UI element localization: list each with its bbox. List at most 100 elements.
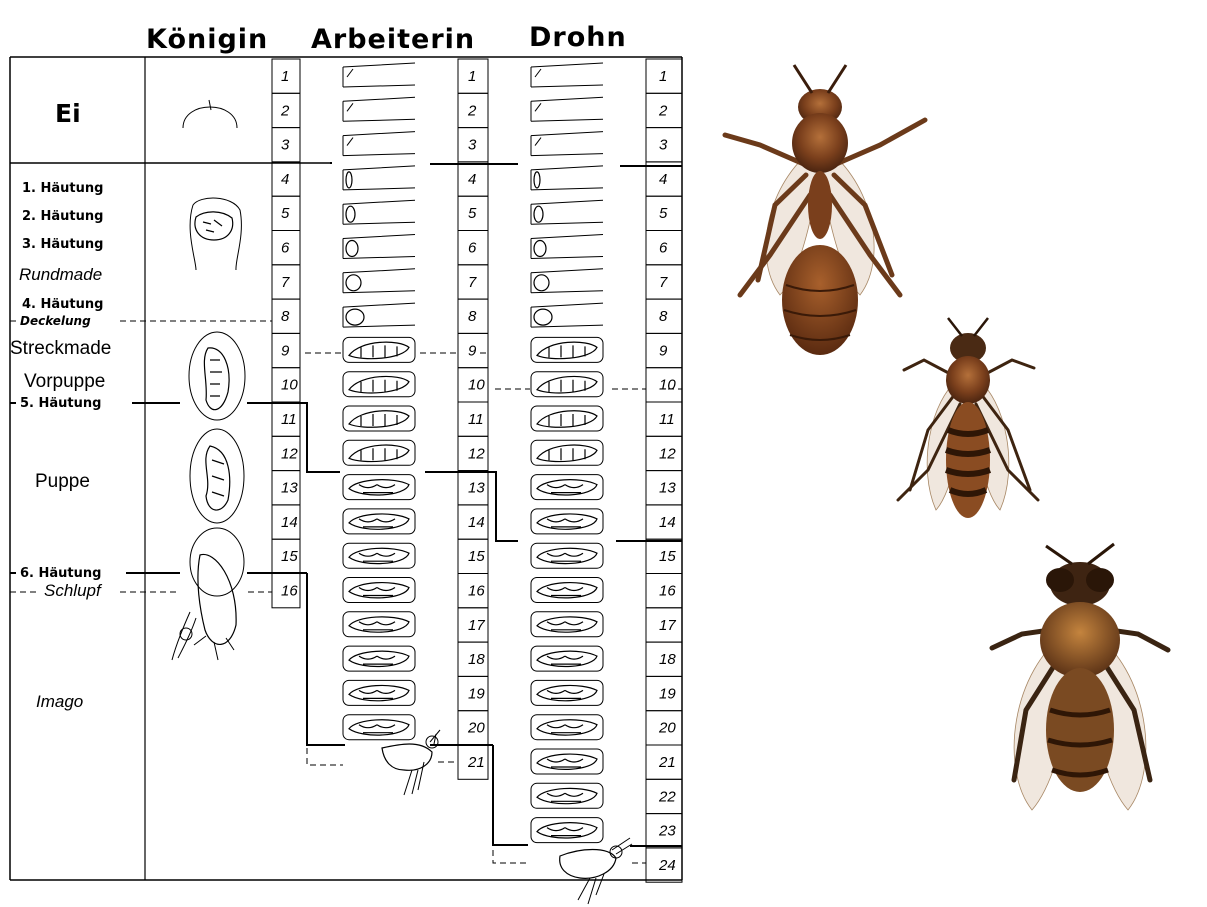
queen-emerging-body bbox=[198, 554, 236, 644]
day-number: 13 bbox=[659, 480, 676, 497]
worker-brood-cell bbox=[343, 235, 415, 259]
day-number: 11 bbox=[281, 411, 297, 428]
stage-molt1: 1. Häutung bbox=[22, 181, 103, 196]
drone-brood-cell bbox=[531, 132, 603, 156]
drone-cells bbox=[531, 63, 603, 843]
day-number: 9 bbox=[468, 342, 477, 359]
drone-brood-cell bbox=[531, 509, 603, 534]
drone-brood-cell bbox=[531, 200, 603, 224]
header-queen: Königin bbox=[146, 24, 268, 55]
day-number: 18 bbox=[468, 651, 485, 668]
day-number: 9 bbox=[281, 342, 290, 359]
drone-brood-cell bbox=[531, 235, 603, 259]
worker-brood-cell bbox=[343, 269, 415, 293]
thorax bbox=[946, 356, 990, 404]
drone-brood-cell bbox=[531, 63, 603, 87]
worker-brood-cell bbox=[343, 200, 415, 224]
worker-brood-cell bbox=[343, 715, 415, 740]
day-number: 14 bbox=[281, 514, 298, 531]
day-number: 7 bbox=[659, 274, 668, 291]
day-number: 12 bbox=[281, 445, 298, 462]
day-number: 8 bbox=[468, 308, 477, 325]
queen-bee-photo bbox=[725, 65, 925, 355]
day-number: 6 bbox=[281, 240, 290, 257]
queen-cell-larva bbox=[190, 198, 241, 270]
day-number: 1 bbox=[281, 68, 289, 85]
drone-brood-cell bbox=[531, 783, 603, 808]
queen-egg-cell bbox=[183, 107, 237, 128]
drone-brood-cell bbox=[531, 337, 603, 362]
day-number: 2 bbox=[280, 102, 290, 119]
day-number: 5 bbox=[468, 205, 477, 222]
day-number: 19 bbox=[468, 685, 485, 702]
stage-leader-lines bbox=[10, 321, 272, 592]
stage-molt5: 5. Häutung bbox=[20, 396, 101, 411]
day-number: 7 bbox=[281, 274, 290, 291]
queen-egg bbox=[209, 100, 211, 110]
day-number: 16 bbox=[659, 583, 676, 600]
worker-brood-cell bbox=[343, 337, 415, 362]
day-number: 9 bbox=[659, 342, 668, 359]
day-number: 13 bbox=[281, 480, 298, 497]
day-number: 3 bbox=[659, 137, 668, 154]
day-number: 7 bbox=[468, 274, 477, 291]
worker-brood-cell bbox=[343, 372, 415, 397]
queen-cell-pupa bbox=[190, 429, 244, 523]
day-number: 12 bbox=[468, 445, 485, 462]
worker-brood-cell bbox=[343, 63, 415, 87]
day-number: 4 bbox=[281, 171, 289, 188]
day-number: 15 bbox=[281, 548, 298, 565]
drone-brood-cell bbox=[531, 680, 603, 705]
stage-molt6: 6. Häutung bbox=[20, 566, 101, 581]
day-number: 11 bbox=[659, 411, 675, 428]
drone-brood-cell bbox=[531, 303, 603, 327]
worker-brood-cell bbox=[343, 509, 415, 534]
worker-brood-cell bbox=[343, 132, 415, 156]
worker-brood-cell bbox=[343, 440, 415, 465]
day-number: 6 bbox=[659, 240, 668, 257]
day-number: 18 bbox=[659, 651, 676, 668]
day-number: 14 bbox=[659, 514, 676, 531]
abdomen bbox=[782, 245, 858, 355]
day-number: 19 bbox=[659, 685, 676, 702]
worker-cells bbox=[343, 63, 415, 740]
day-number: 23 bbox=[658, 823, 676, 840]
header-worker: Arbeiterin bbox=[311, 24, 475, 55]
day-number: 1 bbox=[468, 68, 476, 85]
day-number: 3 bbox=[468, 137, 477, 154]
day-number: 5 bbox=[281, 205, 290, 222]
worker-brood-cell bbox=[343, 97, 415, 121]
stage-molt4: 4. Häutung bbox=[22, 297, 103, 312]
drone-day-column: 123456789101112131415161718192021222324 bbox=[646, 59, 682, 882]
phase-connectors bbox=[247, 163, 682, 863]
day-number: 8 bbox=[281, 308, 290, 325]
abdomen bbox=[946, 402, 990, 518]
queen-drawings bbox=[172, 100, 245, 660]
day-number: 15 bbox=[468, 548, 485, 565]
queen-cell-prepupa bbox=[189, 332, 245, 420]
day-number: 21 bbox=[658, 754, 676, 771]
thorax bbox=[792, 113, 848, 173]
day-number: 10 bbox=[659, 377, 676, 394]
stage-round-larva: Rundmade bbox=[19, 265, 102, 284]
day-number: 21 bbox=[467, 754, 485, 771]
day-number: 22 bbox=[658, 788, 676, 805]
drone-brood-cell bbox=[531, 578, 603, 603]
drone-emerging-bee bbox=[560, 838, 632, 904]
day-number: 15 bbox=[659, 548, 676, 565]
worker-brood-cell bbox=[343, 578, 415, 603]
drone-brood-cell bbox=[531, 406, 603, 431]
day-number: 4 bbox=[468, 171, 476, 188]
worker-brood-cell bbox=[343, 303, 415, 327]
stage-molt2: 2. Häutung bbox=[22, 209, 103, 224]
queen-day-column: 12345678910111213141516 bbox=[272, 59, 300, 608]
stage-labels: Ei 1. Häutung 2. Häutung 3. Häutung Rund… bbox=[10, 99, 111, 711]
day-number: 20 bbox=[658, 720, 676, 737]
header-drone: Drohn bbox=[529, 22, 627, 53]
drone-brood-cell bbox=[531, 475, 603, 500]
drone-brood-cell bbox=[531, 749, 603, 774]
stage-capping: Deckelung bbox=[20, 314, 91, 328]
day-number: 12 bbox=[659, 445, 676, 462]
